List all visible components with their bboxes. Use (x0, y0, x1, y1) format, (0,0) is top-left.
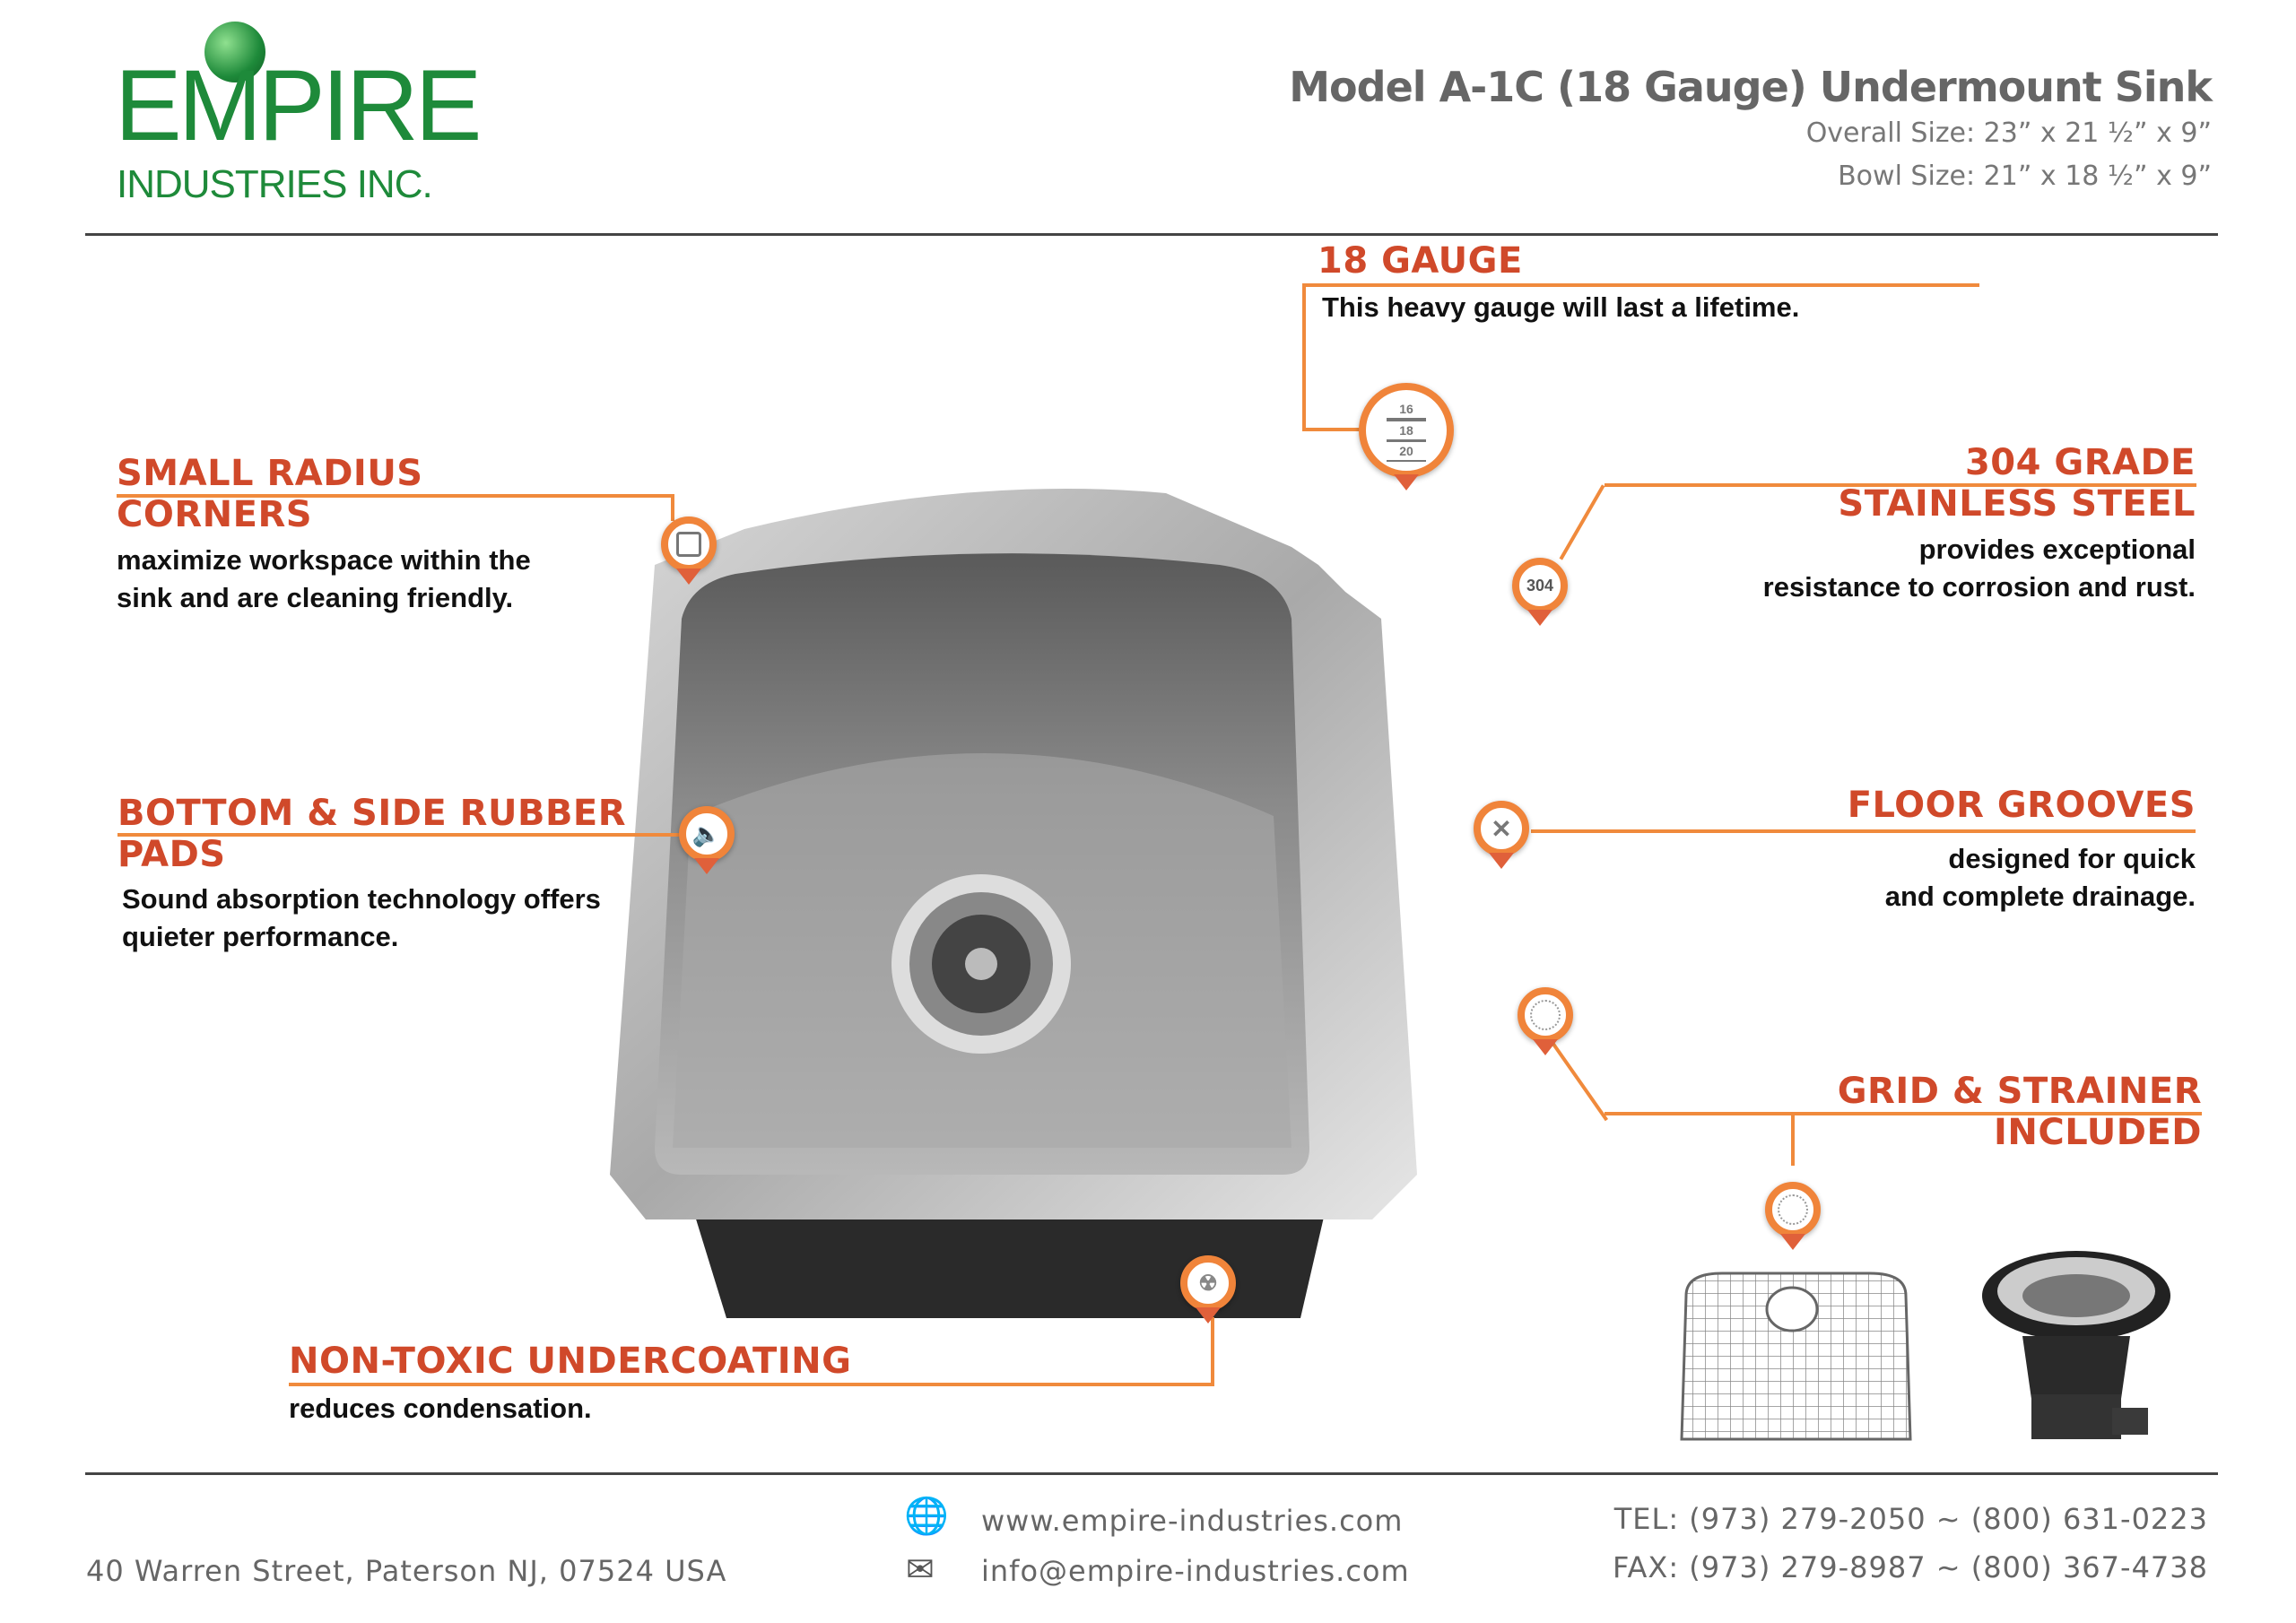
grooves-title: FLOOR GROOVES (1847, 785, 2196, 826)
steel-body: provides exceptional resistance to corros… (1763, 531, 2196, 606)
radius-leader-drop (671, 494, 674, 521)
grid-title-line1: GRID & STRAINER (1837, 1071, 2202, 1112)
logo-subtitle: INDUSTRIES INC. (117, 162, 433, 206)
steel-leader-line (1605, 483, 2196, 487)
email-link[interactable]: info@empire-industries.com (981, 1554, 1410, 1588)
grid-title-line2: INCLUDED (1994, 1112, 2202, 1153)
drain-grooves-icon: ✕ (1474, 801, 1529, 869)
pads-title-line2: PADS (117, 834, 226, 875)
grooves-body-line2: and complete drainage. (1884, 881, 2196, 912)
bowl-size: Bowl Size: 21” x 18 ½” x 9” (1838, 161, 2212, 192)
gauge-leader-horizontal (1302, 428, 1383, 431)
grid-icon (1765, 1182, 1821, 1250)
coating-body: reduces condensation. (289, 1393, 592, 1424)
footer-divider (85, 1472, 2218, 1475)
grooves-leader-line (1531, 829, 2196, 833)
telephone: TEL: (973) 279-2050 ~ (800) 631-0223 (1613, 1502, 2208, 1536)
steel-body-line1: provides exceptional (1918, 534, 2196, 565)
steel-title-line2: STAINLESS STEEL (1838, 483, 2196, 525)
fax: FAX: (973) 279-8987 ~ (800) 367-4738 (1613, 1550, 2208, 1584)
gauge-icon: 16 18 20 (1359, 383, 1454, 490)
radius-body-line1: maximize workspace within the (117, 544, 531, 576)
radius-body-line2: sink and are cleaning friendly. (117, 582, 514, 613)
radius-title-line2: CORNERS (117, 494, 313, 535)
sink-image (610, 489, 1417, 1318)
logo: EMPIRE (115, 49, 482, 161)
gauge-leader-vertical (1302, 283, 1306, 430)
basket-strainer-image (1982, 1251, 2170, 1439)
steel-body-line2: resistance to corrosion and rust. (1762, 571, 2196, 603)
product-title: Model A-1C (18 Gauge) Undermount Sink (1289, 63, 2213, 111)
gauge-body: This heavy gauge will last a lifetime. (1322, 291, 1800, 323)
gauge-title: 18 GAUGE (1318, 240, 1523, 282)
website-link[interactable]: www.empire-industries.com (981, 1504, 1404, 1538)
radius-body: maximize workspace within the sink and ar… (117, 542, 531, 617)
logo-ball (204, 22, 265, 82)
coating-leader-line (289, 1383, 1214, 1386)
address: 40 Warren Street, Paterson NJ, 07524 USA (86, 1554, 727, 1588)
undercoating (691, 1202, 1327, 1318)
grid-leader-vertical (1791, 1112, 1795, 1166)
strainer-icon (1518, 987, 1573, 1055)
radius-leader-line (117, 494, 673, 498)
grid-leader-line (1605, 1112, 2202, 1115)
coating-title: NON-TOXIC UNDERCOATING (289, 1341, 852, 1382)
coating-icon: ☢ (1180, 1255, 1236, 1324)
grooves-body-line1: designed for quick (1948, 843, 2196, 874)
bottom-grid-image (1680, 1271, 1912, 1441)
globe-icon: 🌐 (904, 1497, 949, 1536)
gauge-18: 18 (1387, 421, 1426, 442)
header-divider (85, 233, 2218, 236)
corner-icon (661, 516, 717, 585)
radius-title-line1: SMALL RADIUS (117, 453, 423, 494)
pads-body-line1: Sound absorption technology offers (122, 883, 601, 915)
steel-title-line1: 304 GRADE (1964, 442, 2196, 483)
speaker-icon: 🔈 (679, 806, 735, 874)
gauge-20: 20 (1387, 442, 1426, 462)
pads-title-line1: BOTTOM & SIDE RUBBER (117, 793, 627, 834)
gauge-16: 16 (1387, 400, 1426, 421)
coating-leader-vertical (1211, 1317, 1214, 1386)
pads-leader-line (117, 833, 683, 837)
gauge-leader-line (1302, 283, 1979, 287)
overall-size: Overall Size: 23” x 21 ½” x 9” (1805, 117, 2212, 149)
pads-body: Sound absorption technology offers quiete… (122, 881, 601, 956)
steel-304-icon: 304 (1512, 558, 1568, 626)
pads-body-line2: quieter performance. (122, 921, 399, 952)
grooves-body: designed for quick and complete drainage. (1885, 840, 2196, 916)
envelope-icon: ✉ (906, 1551, 935, 1589)
